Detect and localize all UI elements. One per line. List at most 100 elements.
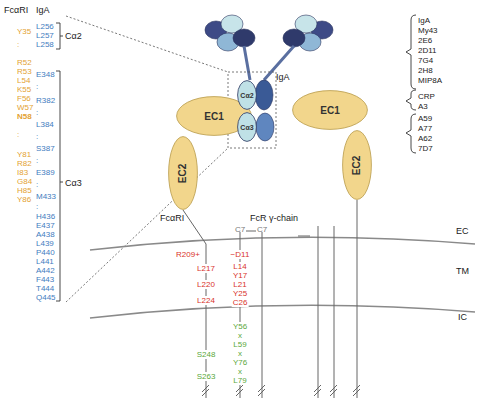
fcari-chain xyxy=(357,200,358,398)
domain-label-box: Cα3 xyxy=(237,112,257,142)
domain-ellipse xyxy=(169,137,198,210)
itam-residue: x xyxy=(237,331,243,340)
tm-residue: −D11 xyxy=(230,250,251,259)
iga-residue: E437 xyxy=(36,221,55,230)
iga-domain xyxy=(233,29,255,47)
iga-residue: S387 xyxy=(36,144,55,153)
iga-residue: F443 xyxy=(36,275,54,284)
receptor-residue: W57 xyxy=(17,103,33,112)
gamma-chain xyxy=(318,226,319,398)
iga-domain xyxy=(255,80,273,110)
domain-label-box: Cα2 xyxy=(237,80,257,110)
tm-residue: L220 xyxy=(196,280,216,289)
domain-bracket xyxy=(56,71,63,301)
membrane-line xyxy=(90,237,475,250)
iga-residue: L256 xyxy=(36,22,54,31)
iga-residue: : xyxy=(36,202,38,211)
tm-residue: L21 xyxy=(232,280,247,289)
receptor-name: FcαRI xyxy=(160,213,184,223)
brace xyxy=(406,90,416,110)
receptor-residue: Y86 xyxy=(17,195,31,204)
compartment-label: IC xyxy=(458,312,467,322)
iga-residue: : xyxy=(36,82,38,91)
iga-fab-arm xyxy=(283,15,333,51)
break-mark xyxy=(314,385,321,396)
iga-residue: A438 xyxy=(36,230,55,239)
ligand-name: CRP xyxy=(418,92,435,101)
break-mark xyxy=(258,385,265,396)
tm-residue: Y17 xyxy=(232,271,248,280)
iga-residue: L258 xyxy=(36,40,54,49)
compartment-label: TM xyxy=(456,266,469,276)
domain-label: EC2 xyxy=(351,155,362,174)
iga-residue: A442 xyxy=(36,266,55,275)
itam-residue: Y76 xyxy=(232,358,248,367)
ligand-name: A3 xyxy=(418,102,428,111)
receptor-domain: EC2 xyxy=(342,130,372,200)
column-header: IgA xyxy=(36,5,50,15)
antibody-name: 2D11 xyxy=(418,46,437,55)
iga-fab-arm xyxy=(205,15,255,51)
domain-bracket-label: Cα3 xyxy=(65,178,82,188)
receptor-domain: EC2 xyxy=(168,136,198,210)
iga-residue: L441 xyxy=(36,257,54,266)
antibody-name: 7D7 xyxy=(418,144,433,153)
domain-ellipse xyxy=(293,91,368,130)
break-mark xyxy=(236,385,243,396)
antibody-name: MIP8A xyxy=(418,76,442,85)
receptor-residue: Y81 xyxy=(17,150,31,159)
domain-ellipse xyxy=(343,131,372,200)
gamma-chain xyxy=(334,226,335,398)
receptor-residue: : xyxy=(17,130,19,139)
iga-residue: H436 xyxy=(36,212,55,221)
receptor-residue: : xyxy=(17,40,19,49)
iga-residue: T444 xyxy=(36,284,54,293)
receptor-residue: Y35 xyxy=(17,27,31,36)
antibody-name: A59 xyxy=(418,114,432,123)
receptor-residue: H85 xyxy=(17,186,32,195)
antibody-name: 2H8 xyxy=(418,66,433,75)
itam-residue: L59 xyxy=(232,340,247,349)
membrane-line xyxy=(90,305,475,318)
gamma-chain xyxy=(262,232,263,398)
receptor-residue: R82 xyxy=(17,159,32,168)
ic-residue: S263 xyxy=(196,372,217,381)
receptor-residue: R53 xyxy=(17,67,32,76)
cysteine-residue: C7 xyxy=(257,225,267,234)
break-mark xyxy=(330,385,337,396)
receptor-residue: G84 xyxy=(17,177,32,186)
domain-bracket xyxy=(56,23,63,49)
iga-domain: Cα2 xyxy=(237,80,257,110)
domain-ellipse xyxy=(238,81,257,110)
receptor-residue: K55 xyxy=(17,85,31,94)
domain-label: EC1 xyxy=(320,105,339,116)
column-header: FcαRI xyxy=(4,5,28,15)
antibody-name: 2E6 xyxy=(418,36,432,45)
antibody-name: My43 xyxy=(418,26,438,35)
domain-label-box: EC1 xyxy=(292,90,368,130)
iga-domain xyxy=(283,29,305,47)
receptor-name: FcR γ-chain xyxy=(250,213,298,223)
iga-residue: L257 xyxy=(36,31,54,40)
iga-residue: R382 xyxy=(36,96,55,105)
itam-residue: x xyxy=(237,349,243,358)
domain-ellipse xyxy=(238,113,257,142)
receptor-residue: F56 xyxy=(17,94,31,103)
cysteine-residue: C7 xyxy=(235,225,245,234)
receptor-chains xyxy=(183,200,357,398)
itam-residue: Y56 xyxy=(232,322,248,331)
receptor-residue: R52 xyxy=(17,58,32,67)
compartment-label: EC xyxy=(456,226,469,236)
brace xyxy=(406,114,416,153)
iga-residue: L384 xyxy=(36,120,54,129)
break-mark xyxy=(202,385,209,396)
antibody-name: A77 xyxy=(418,124,432,133)
domain-label-box: EC2 xyxy=(168,136,198,210)
break-mark xyxy=(353,385,360,396)
break-marks xyxy=(202,385,360,396)
iga-residue: P440 xyxy=(36,248,55,257)
iga-residue: M433 xyxy=(36,192,56,201)
iga-residue: : xyxy=(36,180,38,189)
domain-label: Cα3 xyxy=(240,124,253,131)
